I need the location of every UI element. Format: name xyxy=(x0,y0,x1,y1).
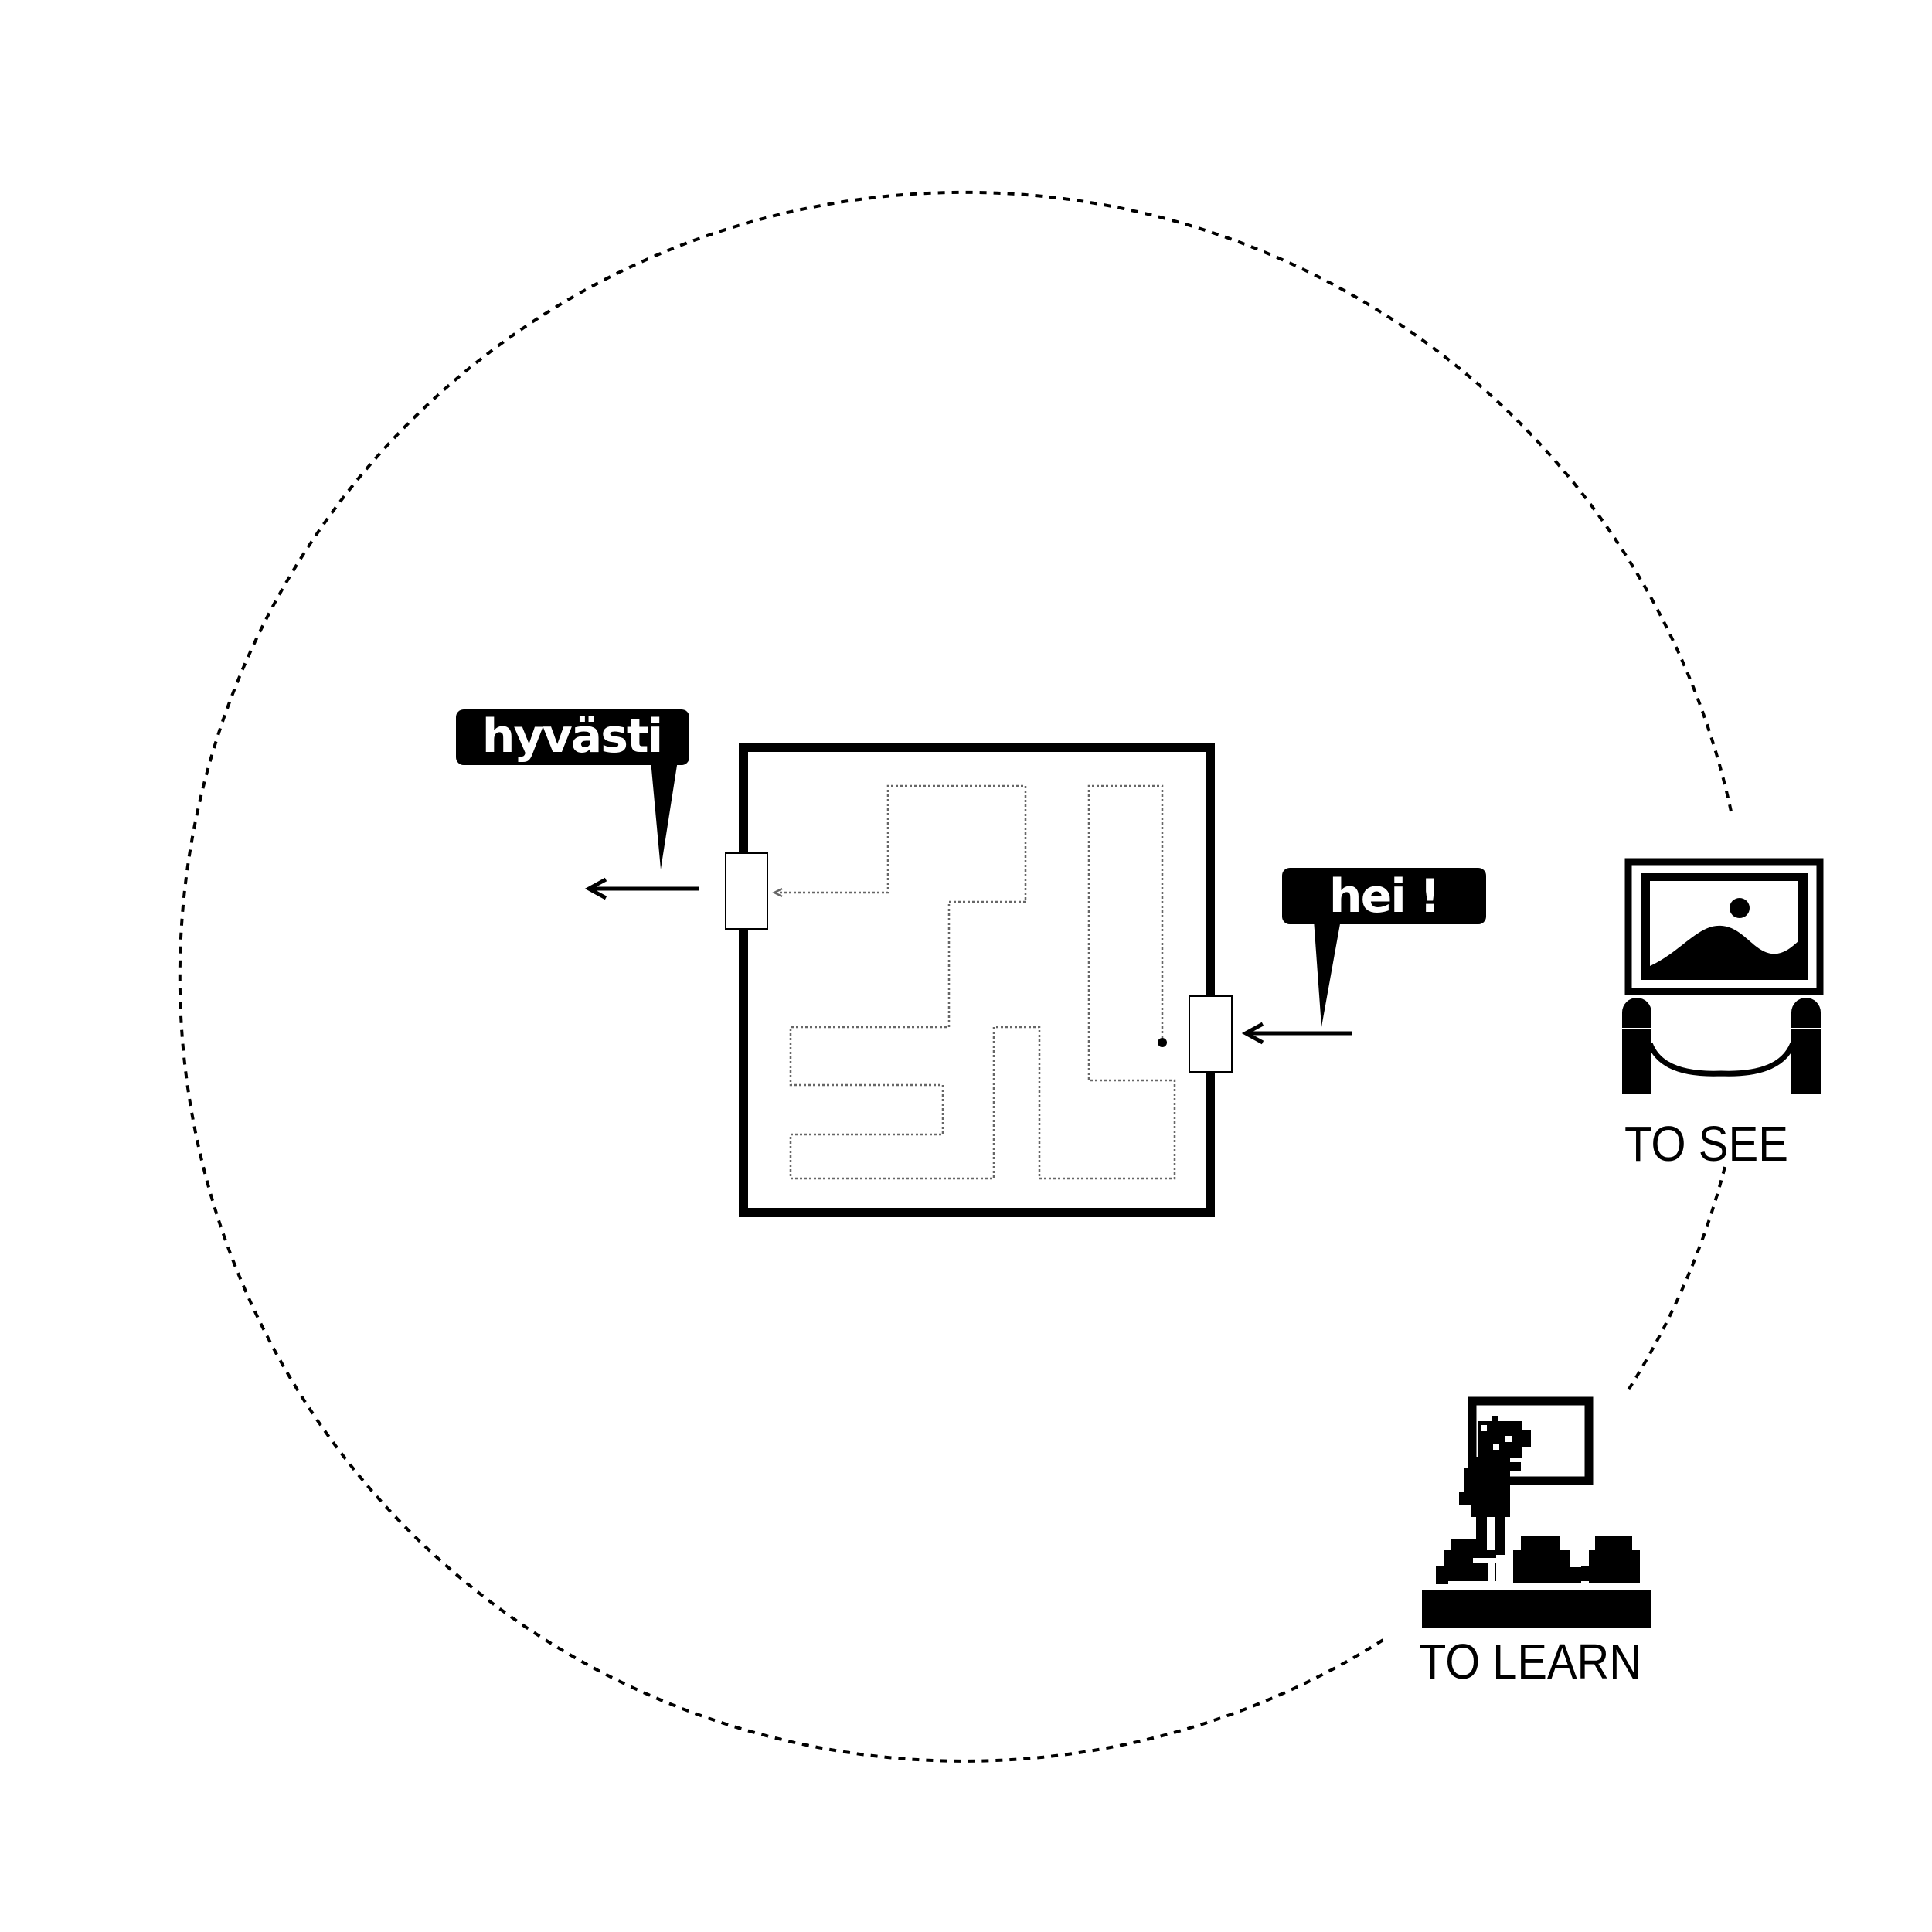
greeting-bubble: hei ! xyxy=(1282,868,1486,1027)
farewell-text: hyvästi xyxy=(482,709,662,764)
entrance-arrow xyxy=(1241,1022,1352,1045)
to-learn-label: TO LEARN xyxy=(1419,1634,1641,1689)
exit-arrow xyxy=(584,877,699,900)
maze-path xyxy=(775,784,1176,1180)
maze-wall xyxy=(739,743,1215,1217)
framed-picture-with-rope-barrier-icon xyxy=(1622,858,1824,1094)
mountain-icon xyxy=(1650,925,1798,972)
maze-path-segment-a xyxy=(775,784,1176,1180)
entrance-door xyxy=(1189,995,1233,1073)
left-stanchion xyxy=(1622,998,1651,1094)
teacher-with-audience-icon xyxy=(1422,1396,1651,1628)
sun-icon xyxy=(1730,898,1750,918)
audience-member-2 xyxy=(1521,1536,1560,1553)
maze-path-arrowhead xyxy=(772,887,783,898)
maze-start-dot xyxy=(1158,1038,1167,1047)
picture-frame-outer xyxy=(1624,858,1824,995)
exit-door xyxy=(725,852,768,930)
farewell-bubble: hyvästi xyxy=(456,709,689,869)
dashed-orbit-lower-right xyxy=(1624,1166,1726,1396)
rope xyxy=(1647,1042,1796,1077)
teacher-body xyxy=(1471,1457,1510,1517)
audience-floor xyxy=(1422,1590,1651,1628)
maze xyxy=(725,743,1233,1217)
presentation-board xyxy=(1468,1396,1594,1485)
dashed-orbit-upper xyxy=(178,190,1733,1763)
to-see-label: TO SEE xyxy=(1624,1116,1788,1172)
right-stanchion xyxy=(1791,998,1821,1094)
greeting-text: hei ! xyxy=(1329,869,1439,923)
audience-member-3 xyxy=(1595,1536,1632,1553)
